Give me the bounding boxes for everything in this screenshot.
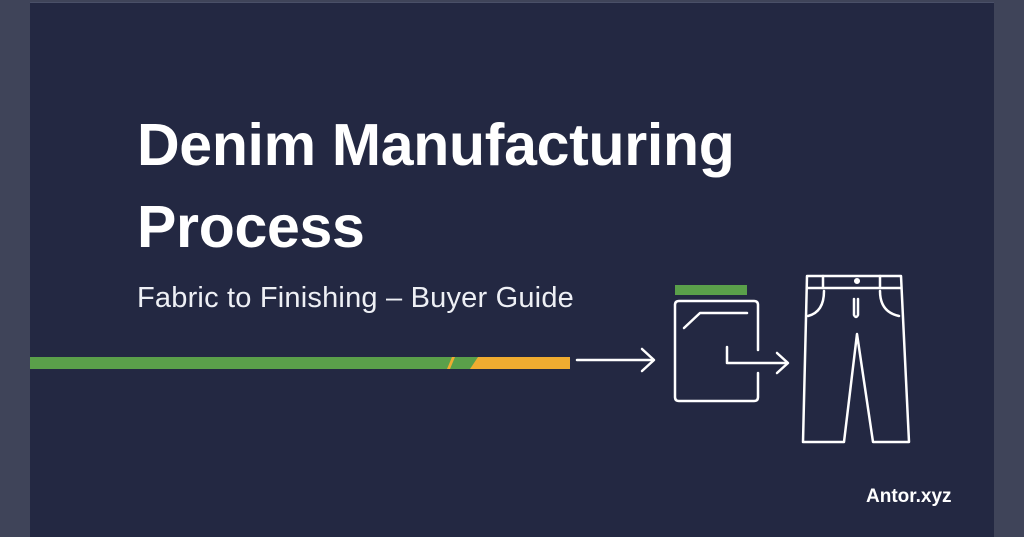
arrow-right-icon [575, 347, 656, 373]
slide-panel [30, 2, 994, 537]
progress-bar [30, 357, 570, 369]
slide-title-line-1: Denim Manufacturing [137, 112, 735, 178]
slide-title: Denim Manufacturing Process [137, 104, 735, 268]
slide-subtitle: Fabric to Finishing – Buyer Guide [137, 282, 574, 314]
fabric-bolt-icon [673, 285, 790, 403]
brand-watermark: Antor.xyz [866, 486, 952, 507]
jeans-icon [801, 274, 911, 444]
slide-title-line-2: Process [137, 194, 365, 260]
